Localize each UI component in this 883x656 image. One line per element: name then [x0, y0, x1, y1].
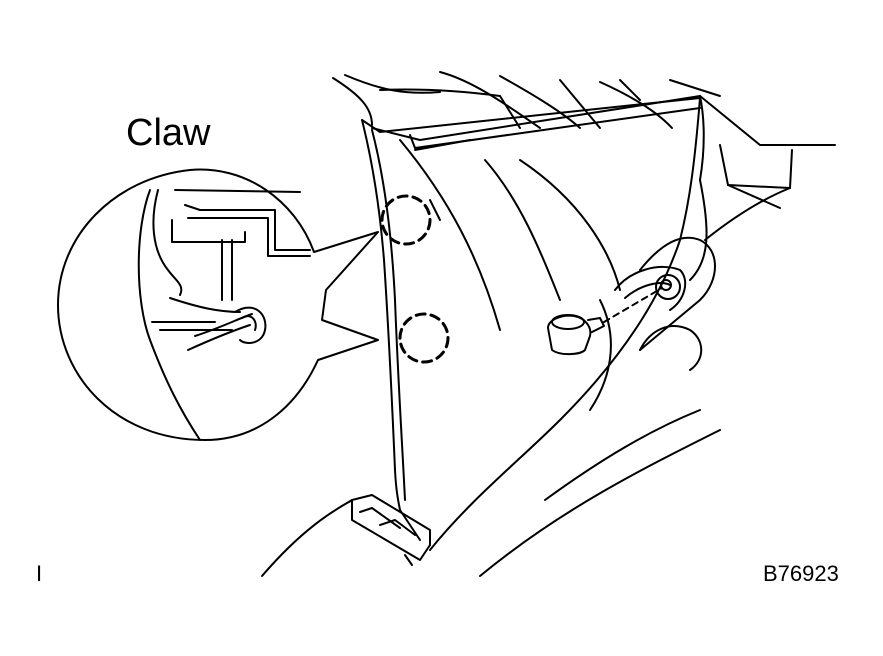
clip-fastener	[547, 314, 605, 356]
installation-direction-line	[603, 287, 663, 323]
mounting-bracket	[614, 236, 716, 371]
side-trim-panel	[361, 97, 701, 551]
magnified-callout-bubble	[57, 168, 379, 441]
corner-mark: I	[36, 561, 43, 586]
claw-detail-view	[137, 189, 311, 441]
claw-label: Claw	[126, 112, 211, 154]
dashboard-structure	[332, 71, 836, 281]
floor-lines	[261, 409, 721, 577]
claw-location-marker-lower	[398, 312, 450, 364]
claw-location-marker-upper	[380, 194, 432, 246]
panel-bottom-clip	[351, 494, 431, 566]
figure-code: B76923	[763, 561, 839, 586]
